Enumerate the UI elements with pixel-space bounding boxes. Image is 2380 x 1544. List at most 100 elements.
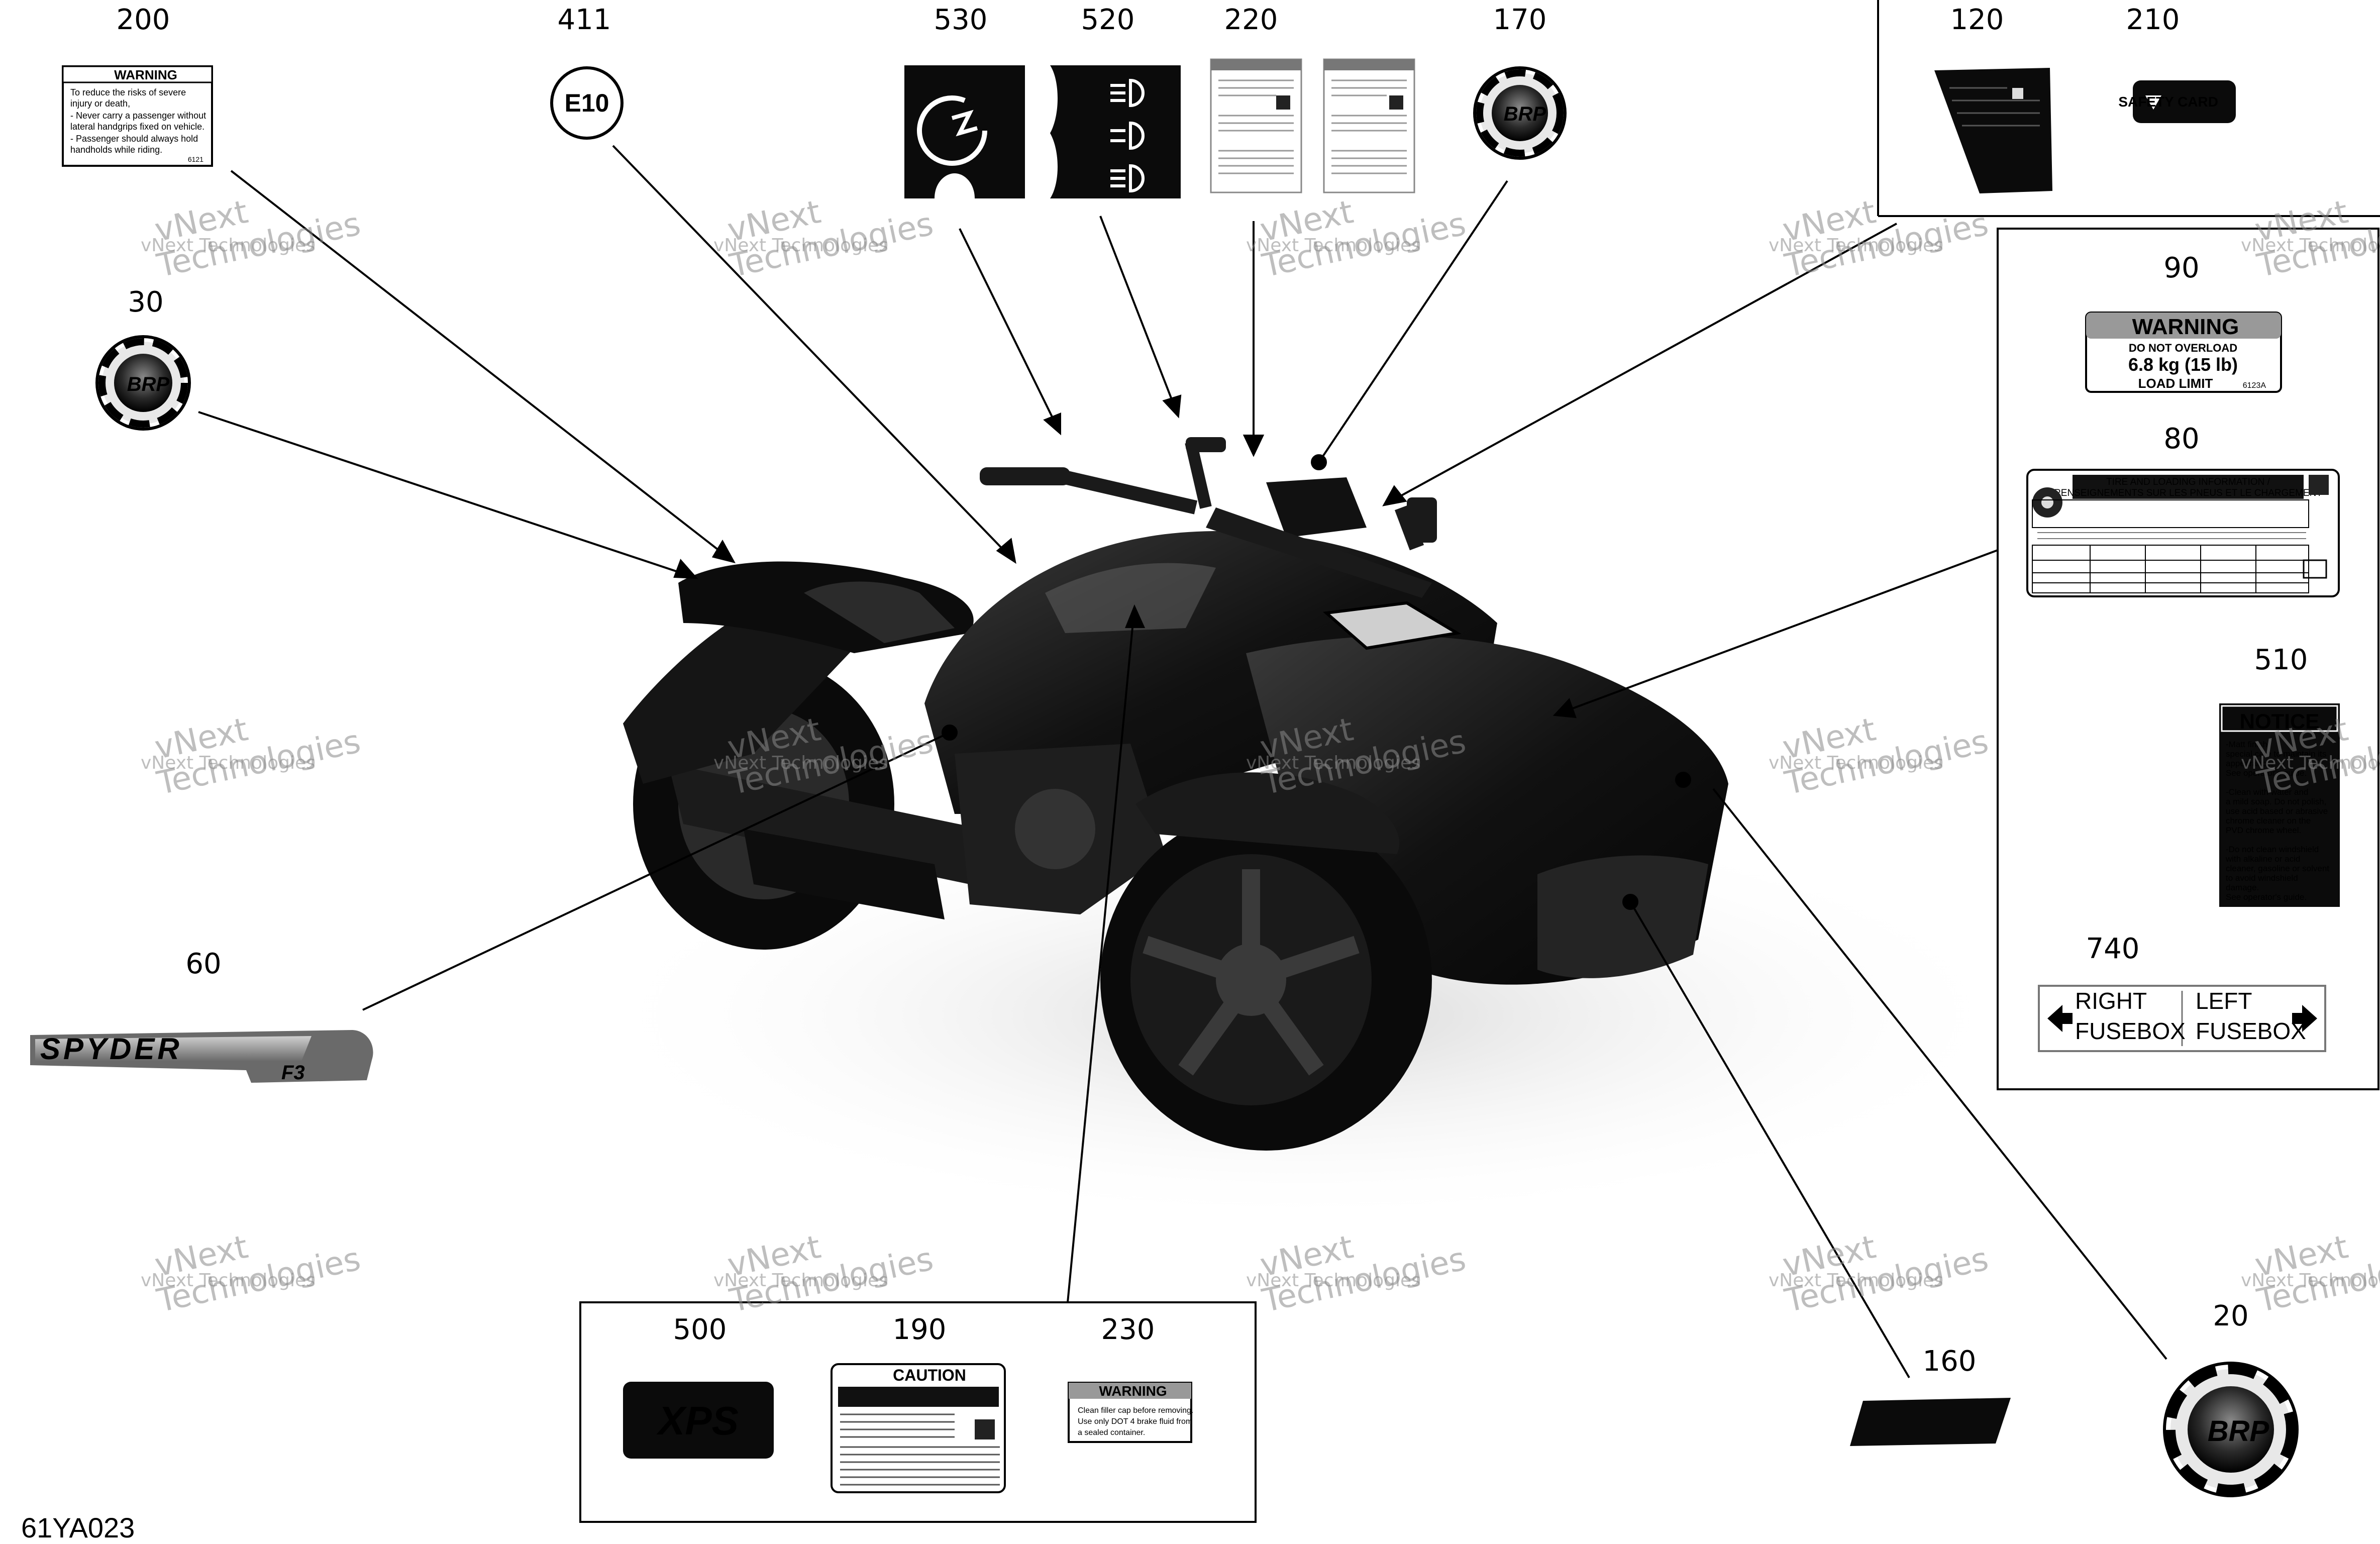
part-90-line-2: 6.8 kg (15 lb) xyxy=(2128,354,2238,375)
part-740-number: 740 xyxy=(2086,933,2140,965)
part-230-line-2: Use only DOT 4 brake fluid from xyxy=(1078,1417,1192,1426)
part-510-line-6: -Clean with water and xyxy=(2226,787,2308,797)
part-230-line-1: Clean filler cap before removing. xyxy=(1078,1406,1193,1415)
svg-text:vNext Technologies: vNext Technologies xyxy=(1769,753,1943,773)
part-510-line-9: chrome cleaner on the xyxy=(2226,816,2311,826)
part-510-line-7: a mild soap. Do not polish, xyxy=(2226,797,2326,806)
brp-logo-icon: BRP xyxy=(2163,1362,2299,1497)
part-510: 510 NOTICE -Matt finish special care to … xyxy=(2219,644,2340,907)
part-170: 170 BRP xyxy=(1473,4,1567,160)
part-30: 30 BRP xyxy=(95,286,191,431)
headlight-icon xyxy=(1110,78,1145,193)
part-510-line-1: -Matt finish xyxy=(2226,740,2267,749)
diagram-id: 61YA023 xyxy=(21,1512,135,1543)
part-200-code: 6121 xyxy=(188,155,203,163)
part-170-number: 170 xyxy=(1493,4,1547,36)
part-60-number: 60 xyxy=(185,948,221,980)
part-740-left-2: FUSEBOX xyxy=(2196,1018,2306,1044)
part-740-right-2: FUSEBOX xyxy=(2075,1018,2186,1044)
part-190-number: 190 xyxy=(893,1313,947,1346)
part-90-code: 6123A xyxy=(2243,381,2266,390)
watermarks: vNext Technologies vNext Technologies vN… xyxy=(141,193,2380,1320)
part-230: 230 WARNING Clean filler cap before remo… xyxy=(1068,1313,1193,1443)
part-160: 160 xyxy=(1850,1345,2011,1446)
part-510-line-15: to avoid windshield xyxy=(2226,873,2298,883)
part-80-number: 80 xyxy=(2163,423,2199,455)
traction-icon xyxy=(917,95,987,166)
arrow-right-icon xyxy=(2292,1005,2317,1032)
part-510-number: 510 xyxy=(2254,644,2308,676)
svg-text:vNext Technologies: vNext Technologies xyxy=(2241,753,2380,773)
svg-text:vNext Technologies: vNext Technologies xyxy=(713,753,888,773)
part-190-title: CAUTION xyxy=(893,1366,966,1384)
watermark: vNext Technologies vNext Technologies xyxy=(2241,711,2380,802)
part-510-line-14: cleaner, gasoline or solvent xyxy=(2226,864,2329,873)
svg-text:vNext Technologies: vNext Technologies xyxy=(1246,1270,1421,1291)
part-160-number: 160 xyxy=(1923,1345,1977,1378)
part-510-line-12: -Do not clean windshield xyxy=(2226,845,2319,854)
part-90-number: 90 xyxy=(2163,252,2199,284)
part-200-line-6: handholds while riding. xyxy=(70,145,162,155)
svg-text:vNext Technologies: vNext Technologies xyxy=(1769,235,1943,256)
part-30-logo: BRP xyxy=(127,373,170,395)
part-80-title-2: RENSEIGNEMENTS SUR LES PNEUS ET LE CHARG… xyxy=(2054,488,2322,498)
part-230-line-3: a sealed container. xyxy=(1078,1428,1145,1437)
watermark: vNext Technologies vNext Technologies xyxy=(1769,193,1992,285)
part-411-number: 411 xyxy=(558,4,611,36)
svg-text:vNext Technologies: vNext Technologies xyxy=(713,1270,888,1291)
part-90-line-1: DO NOT OVERLOAD xyxy=(2129,342,2237,354)
part-20: 20 BRP xyxy=(2163,1300,2299,1497)
frame-right xyxy=(1997,228,2379,1090)
arrow-left-icon xyxy=(2047,1005,2073,1032)
part-530-number: 530 xyxy=(934,4,988,36)
part-520-number: 520 xyxy=(1081,4,1135,36)
part-90-line-3: LOAD LIMIT xyxy=(2138,376,2213,391)
part-20-logo: BRP xyxy=(2208,1415,2269,1448)
part-200-line-2: injury or death, xyxy=(70,98,130,109)
watermark: vNext Technologies vNext Technologies xyxy=(141,711,364,802)
part-740-right-1: RIGHT xyxy=(2075,988,2147,1014)
part-500-number: 500 xyxy=(673,1313,727,1346)
part-210-text: SAFETY CARD xyxy=(2118,94,2218,110)
watermark: vNext Technologies vNext Technologies xyxy=(2241,1228,2380,1320)
part-200-line-3: - Never carry a passenger without xyxy=(70,111,206,121)
frame-top-right xyxy=(1877,0,2380,217)
part-200-number: 200 xyxy=(117,4,170,36)
brp-logo-icon: BRP xyxy=(95,335,191,431)
svg-text:vNext Technologies: vNext Technologies xyxy=(141,753,316,773)
part-411-text: E10 xyxy=(565,89,609,117)
brp-logo-icon: BRP xyxy=(1473,66,1567,160)
svg-text:vNext Technologies: vNext Technologies xyxy=(2241,235,2380,256)
svg-text:vNext Technologies: vNext Technologies xyxy=(1769,1270,1943,1291)
leader-lines xyxy=(198,145,2167,1379)
part-60-text: SPYDER xyxy=(40,1032,182,1066)
part-20-number: 20 xyxy=(2213,1300,2248,1332)
part-740: 740 RIGHT FUSEBOX LEFT FUSEBOX xyxy=(2038,933,2326,1052)
part-220: 220 xyxy=(1210,4,1415,193)
watermark: vNext Technologies vNext Technologies xyxy=(713,193,937,285)
part-510-line-4: See operator's guide. xyxy=(2226,768,2307,778)
part-200-line-5: - Passenger should always hold xyxy=(70,134,198,144)
watermark: vNext Technologies vNext Technologies xyxy=(1769,711,1992,802)
svg-text:vNext Technologies: vNext Technologies xyxy=(713,235,888,256)
part-510-line-8: use acid based or abrasive xyxy=(2226,806,2328,816)
part-740-left-1: LEFT xyxy=(2196,988,2252,1014)
part-120: 120 xyxy=(1934,4,2052,193)
svg-text:vNext Technologies: vNext Technologies xyxy=(1246,753,1421,773)
part-90: 90 WARNING DO NOT OVERLOAD 6.8 kg (15 lb… xyxy=(2085,252,2282,393)
part-411: 411 E10 xyxy=(550,4,624,140)
part-510-line-16: damage. xyxy=(2226,883,2259,892)
part-530: 530 xyxy=(904,4,1025,198)
part-60-sub: F3 xyxy=(281,1062,305,1084)
part-210: 210 SAFETY CARD xyxy=(2118,4,2236,123)
part-200: 200 WARNING To reduce the risks of sever… xyxy=(62,4,213,167)
part-170-logo: BRP xyxy=(1504,103,1546,125)
part-30-number: 30 xyxy=(128,286,163,319)
part-80: 80 TIRE AND LOADING INFORMATION / RENSEI… xyxy=(2026,423,2340,597)
part-230-title: WARNING xyxy=(1099,1383,1167,1399)
vehicle-illustration xyxy=(623,437,1728,1151)
svg-text:vNext Technologies: vNext Technologies xyxy=(1246,235,1421,256)
part-80-title-1: TIRE AND LOADING INFORMATION / xyxy=(2106,477,2270,487)
svg-text:vNext Technologies: vNext Technologies xyxy=(141,235,316,256)
